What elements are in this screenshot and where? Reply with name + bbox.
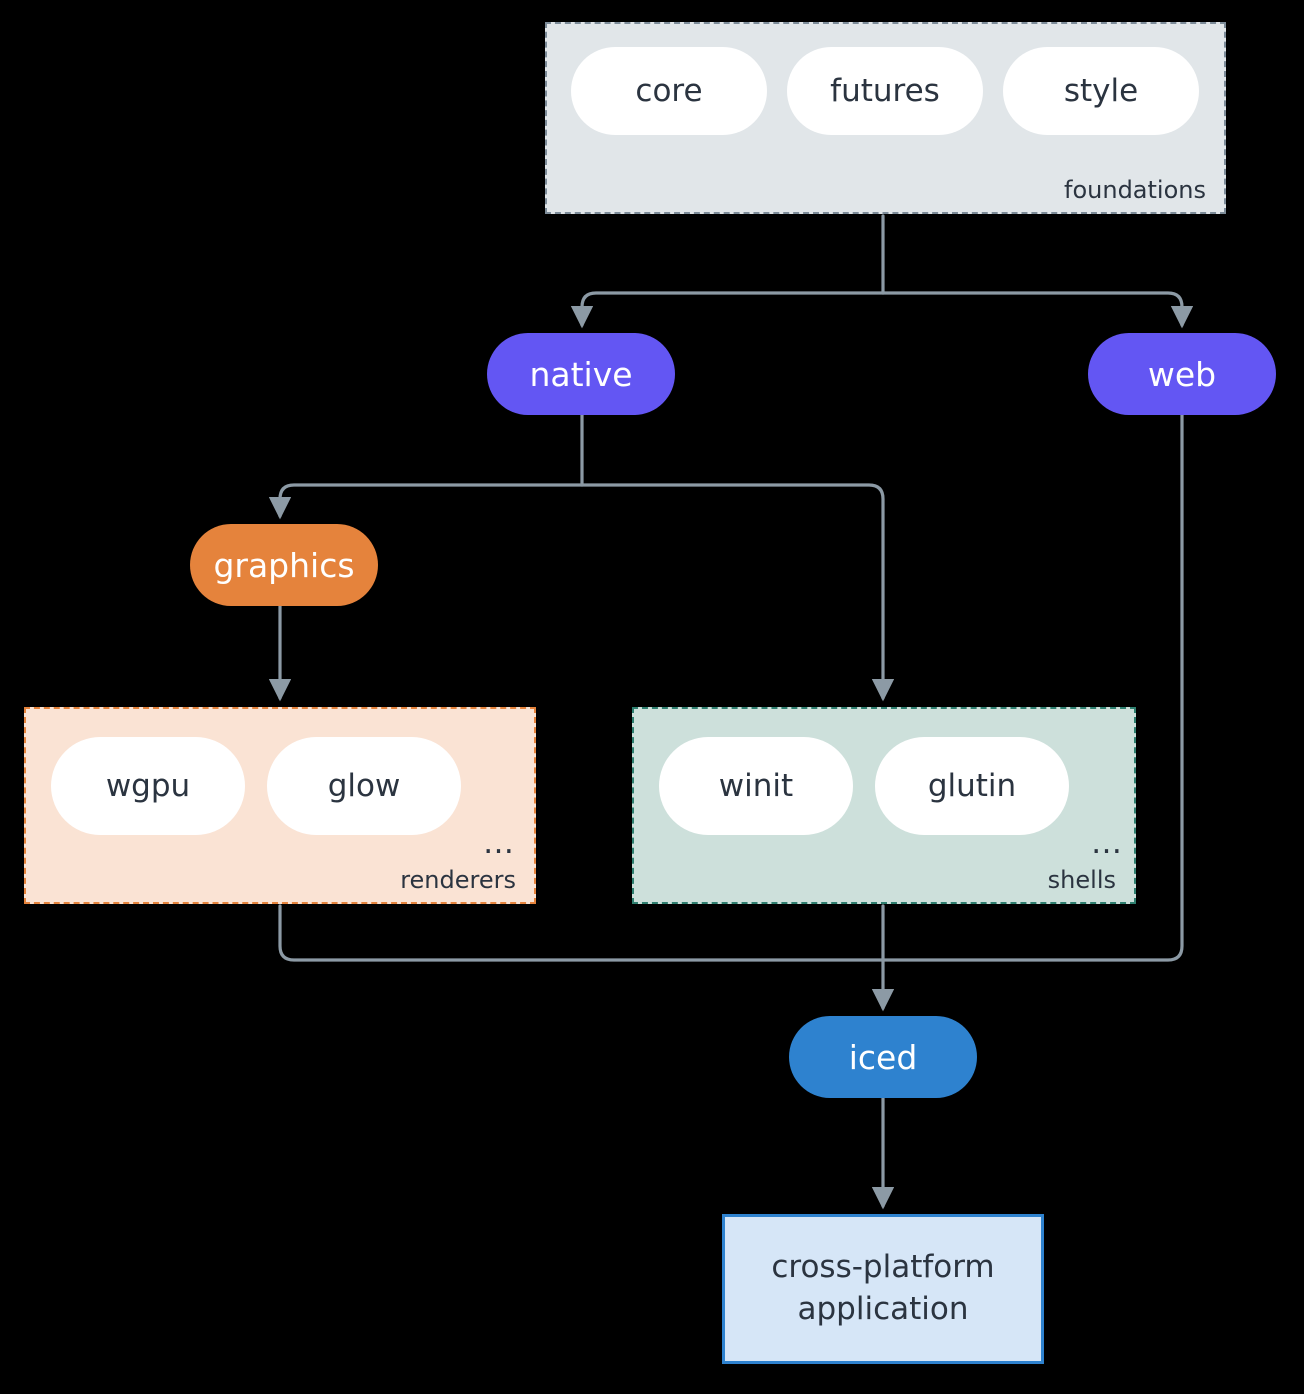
shells-pill-row: winit glutin … bbox=[634, 709, 1123, 930]
group-label-foundations: foundations bbox=[1064, 176, 1206, 204]
edge-native-graphics bbox=[268, 483, 584, 520]
group-label-renderers: renderers bbox=[400, 866, 516, 894]
edge-foundations-web bbox=[881, 291, 1194, 329]
renderers-overflow-ellipsis: … bbox=[483, 824, 515, 861]
node-cross-platform-application[interactable]: cross-platform application bbox=[722, 1214, 1044, 1364]
shells-overflow-ellipsis: … bbox=[1091, 824, 1123, 861]
renderers-pill-row: wgpu glow … bbox=[26, 709, 515, 930]
node-web[interactable]: web bbox=[1088, 333, 1276, 415]
group-label-shells: shells bbox=[1047, 866, 1116, 894]
foundations-pill-row: core futures style bbox=[547, 24, 1199, 235]
group-renderers: wgpu glow … renderers bbox=[24, 707, 536, 904]
pill-core[interactable]: core bbox=[571, 47, 767, 135]
edge-native-shells bbox=[580, 483, 895, 702]
edge-foundations-native bbox=[570, 291, 885, 329]
pill-winit[interactable]: winit bbox=[659, 737, 853, 835]
group-foundations: core futures style foundations bbox=[545, 22, 1226, 214]
node-iced[interactable]: iced bbox=[789, 1016, 977, 1098]
pill-glow[interactable]: glow bbox=[267, 737, 461, 835]
application-line-1: cross-platform bbox=[771, 1249, 995, 1286]
pill-style[interactable]: style bbox=[1003, 47, 1199, 135]
pill-wgpu[interactable]: wgpu bbox=[51, 737, 245, 835]
group-shells: winit glutin … shells bbox=[632, 707, 1136, 904]
node-graphics[interactable]: graphics bbox=[190, 524, 378, 606]
application-line-2: application bbox=[797, 1291, 969, 1327]
node-native[interactable]: native bbox=[487, 333, 675, 415]
pill-futures[interactable]: futures bbox=[787, 47, 983, 135]
pill-glutin[interactable]: glutin bbox=[875, 737, 1069, 835]
